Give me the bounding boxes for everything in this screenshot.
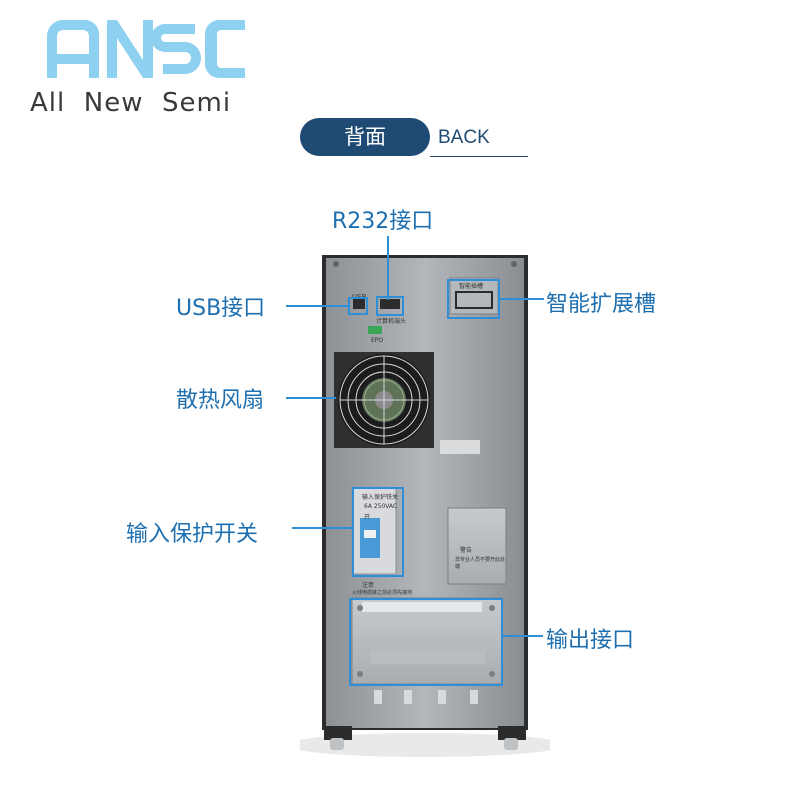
pc-port-label: 计算机端头 — [376, 318, 407, 325]
callout-r232: R232接口 — [332, 209, 434, 234]
warning-tag: 警告 — [460, 547, 473, 554]
callout-input-protect: 输入保护开关 — [126, 522, 259, 547]
title-en: BACK — [438, 127, 490, 148]
rs232-port — [380, 299, 400, 309]
callout-usb: USB接口 — [176, 296, 266, 321]
input-breaker — [351, 487, 397, 575]
ansc-logo — [47, 20, 245, 78]
title-cn: 背面 — [300, 118, 430, 156]
caution-text: 火线电缆接之前必须先接地 — [352, 590, 413, 596]
epo-label: EPO — [371, 337, 384, 344]
breaker-title: 输入保护铁关 — [361, 494, 398, 501]
warning-text: 非专业人员不要开此处端 — [455, 557, 506, 570]
callout-fan: 散热风扇 — [176, 388, 265, 413]
usb-port — [353, 299, 365, 309]
smart-slot-small-label: 智能插槽 — [459, 283, 484, 290]
callout-input-protect-line — [292, 527, 352, 529]
epo-connector — [368, 326, 382, 334]
caution-title: 注意 — [362, 582, 375, 589]
callout-output-box — [349, 598, 503, 686]
ups-cabinet-back — [300, 255, 550, 757]
section-title: 背面 BACK — [300, 118, 530, 158]
cooling-fan — [334, 352, 434, 448]
callout-fan-line — [286, 397, 336, 399]
callout-output: 输出接口 — [546, 628, 635, 653]
callout-r232-line — [387, 236, 389, 300]
callout-smart-slot-line — [500, 298, 544, 300]
title-underline — [430, 156, 528, 157]
breaker-sub: 开 — [364, 514, 371, 521]
breaker-rating: 6A 250VAC — [364, 503, 398, 510]
callout-smart-slot-box — [447, 279, 500, 319]
output-terminal — [351, 597, 503, 685]
callout-input-protect-box — [352, 487, 404, 577]
callout-r232-box — [376, 296, 404, 316]
callout-smart-slot: 智能扩展槽 — [546, 292, 657, 317]
callout-usb-box — [348, 297, 368, 315]
brand-tagline: All New Semi — [30, 88, 232, 118]
callout-output-line — [503, 635, 543, 637]
callout-usb-line — [286, 305, 350, 307]
